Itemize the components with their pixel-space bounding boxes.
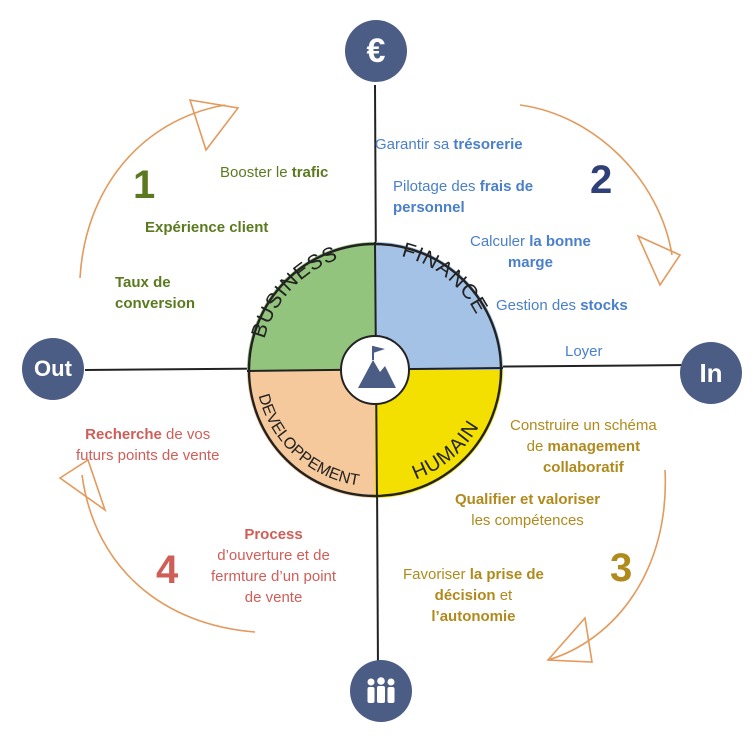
step-number-2: 2	[590, 158, 613, 202]
hub-finance-euro: €	[345, 20, 407, 82]
step-number-1: 1	[133, 163, 156, 207]
arrow-3-curve	[547, 469, 667, 661]
euro-icon: €	[366, 31, 386, 70]
arrow-3-head	[546, 616, 593, 663]
finance-stocks: Gestion des stocks	[496, 297, 628, 314]
quadrant-business	[247, 242, 375, 370]
hub-in: In	[680, 342, 742, 404]
hub-out: Out	[22, 338, 84, 400]
hub-people	[350, 660, 412, 722]
quadrant-finance	[375, 242, 503, 370]
arrow-2-head	[636, 234, 682, 287]
quadrant-humain	[375, 370, 503, 498]
arrow-1-head	[188, 98, 240, 152]
quadrant-developpement	[247, 370, 375, 498]
mountain-flag-icon	[358, 346, 396, 388]
business-booster-trafic: Booster le trafic	[220, 164, 329, 181]
finance-loyer: Loyer	[565, 343, 603, 360]
arrow-2-curve	[519, 104, 673, 256]
arrow-4-curve	[81, 474, 256, 633]
arrow-4-head	[58, 458, 107, 513]
people-icon	[367, 677, 395, 703]
business-experience-client: Expérience client	[145, 219, 269, 236]
step-number-3: 3	[610, 546, 633, 590]
step-number-4: 4	[156, 548, 179, 592]
finance-tresorerie: Garantir sa trésorerie	[375, 136, 523, 153]
cycle-arrows	[58, 98, 682, 663]
